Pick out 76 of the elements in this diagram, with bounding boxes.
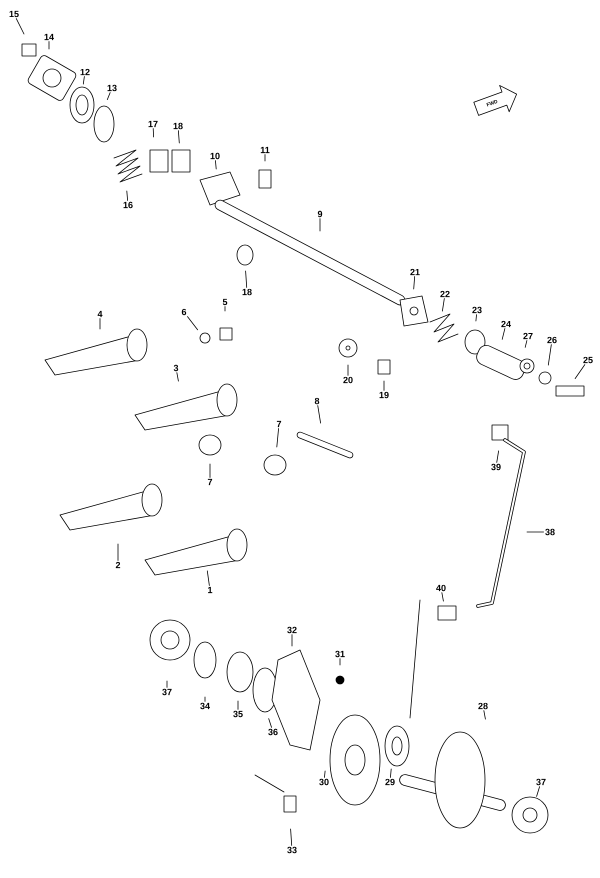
callout-number: 18	[241, 288, 253, 296]
callout-number: 8	[314, 396, 320, 406]
leader-line	[574, 364, 586, 379]
callout-number: 1	[206, 586, 214, 594]
callout-number: 27	[522, 332, 534, 340]
callout-number: 23	[471, 306, 483, 314]
callout-number: 7	[206, 478, 214, 486]
leader-line	[245, 270, 248, 288]
callout-number: 11	[259, 146, 271, 154]
callout-number: 26	[546, 336, 558, 344]
leader-line	[536, 786, 540, 797]
callout-number: 29	[384, 778, 396, 786]
callout-number: 4	[96, 310, 104, 318]
callout-number: 2	[114, 560, 122, 570]
leader-line	[166, 680, 168, 688]
leader-line	[524, 340, 528, 348]
leader-line	[502, 328, 506, 340]
callout-number: 5	[222, 298, 228, 306]
callout-number: 35	[232, 710, 244, 718]
leader-line	[290, 828, 292, 846]
callout-number: 15	[8, 10, 20, 18]
callout-number: 3	[172, 364, 180, 372]
leader-line	[48, 41, 50, 50]
leader-line	[82, 76, 85, 84]
leader-line	[390, 768, 392, 778]
callout-number: 25	[582, 356, 594, 364]
callout-number: 24	[500, 320, 512, 328]
leader-line	[215, 160, 217, 170]
callout-number: 32	[286, 626, 298, 634]
callout-number: 16	[122, 200, 134, 210]
callout-number: 38	[544, 528, 556, 536]
leader-line	[152, 128, 154, 138]
leader-line	[496, 450, 499, 463]
callout-number: 33	[286, 846, 298, 854]
leader-line	[187, 316, 198, 330]
leader-line	[441, 592, 444, 602]
leader-line	[224, 306, 226, 312]
leader-line	[106, 92, 111, 100]
leader-line	[413, 276, 416, 290]
callout-number: 18	[172, 122, 184, 130]
callout-number: 39	[490, 462, 502, 472]
callout-number: 14	[43, 32, 55, 42]
leader-line	[268, 718, 272, 728]
leader-line	[442, 298, 445, 312]
leader-line	[476, 314, 477, 322]
leader-line	[324, 770, 326, 778]
leader-line	[178, 130, 180, 144]
callout-number: 13	[106, 84, 118, 92]
callout-number: 34	[199, 702, 211, 710]
leader-line	[126, 190, 128, 201]
callout-number: 37	[161, 688, 173, 696]
leader-line	[317, 405, 321, 424]
callout-number: 30	[318, 778, 330, 786]
callout-number: 22	[439, 290, 451, 298]
callout-number: 12	[79, 68, 91, 76]
leader-line	[276, 428, 279, 448]
leader-line	[264, 154, 266, 162]
callout-number: 7	[276, 420, 282, 428]
leader-line	[204, 696, 206, 702]
callout-number: 19	[378, 390, 390, 400]
leader-line	[483, 710, 486, 720]
leader-line	[176, 372, 179, 382]
leader-line	[16, 18, 24, 34]
callout-number: 40	[435, 584, 447, 592]
callout-number: 6	[180, 308, 188, 316]
callout-number: 31	[334, 650, 346, 658]
callout-number: 17	[147, 120, 159, 128]
callout-number: 10	[209, 152, 221, 160]
callout-number: 21	[409, 268, 421, 276]
leader-line	[548, 344, 552, 366]
callout-number: 28	[477, 702, 489, 710]
callout-number: 20	[342, 376, 354, 384]
leader-line	[206, 570, 210, 586]
callout-number: 37	[535, 778, 547, 786]
callout-number: 9	[316, 210, 324, 218]
callout-number: 36	[267, 728, 279, 736]
